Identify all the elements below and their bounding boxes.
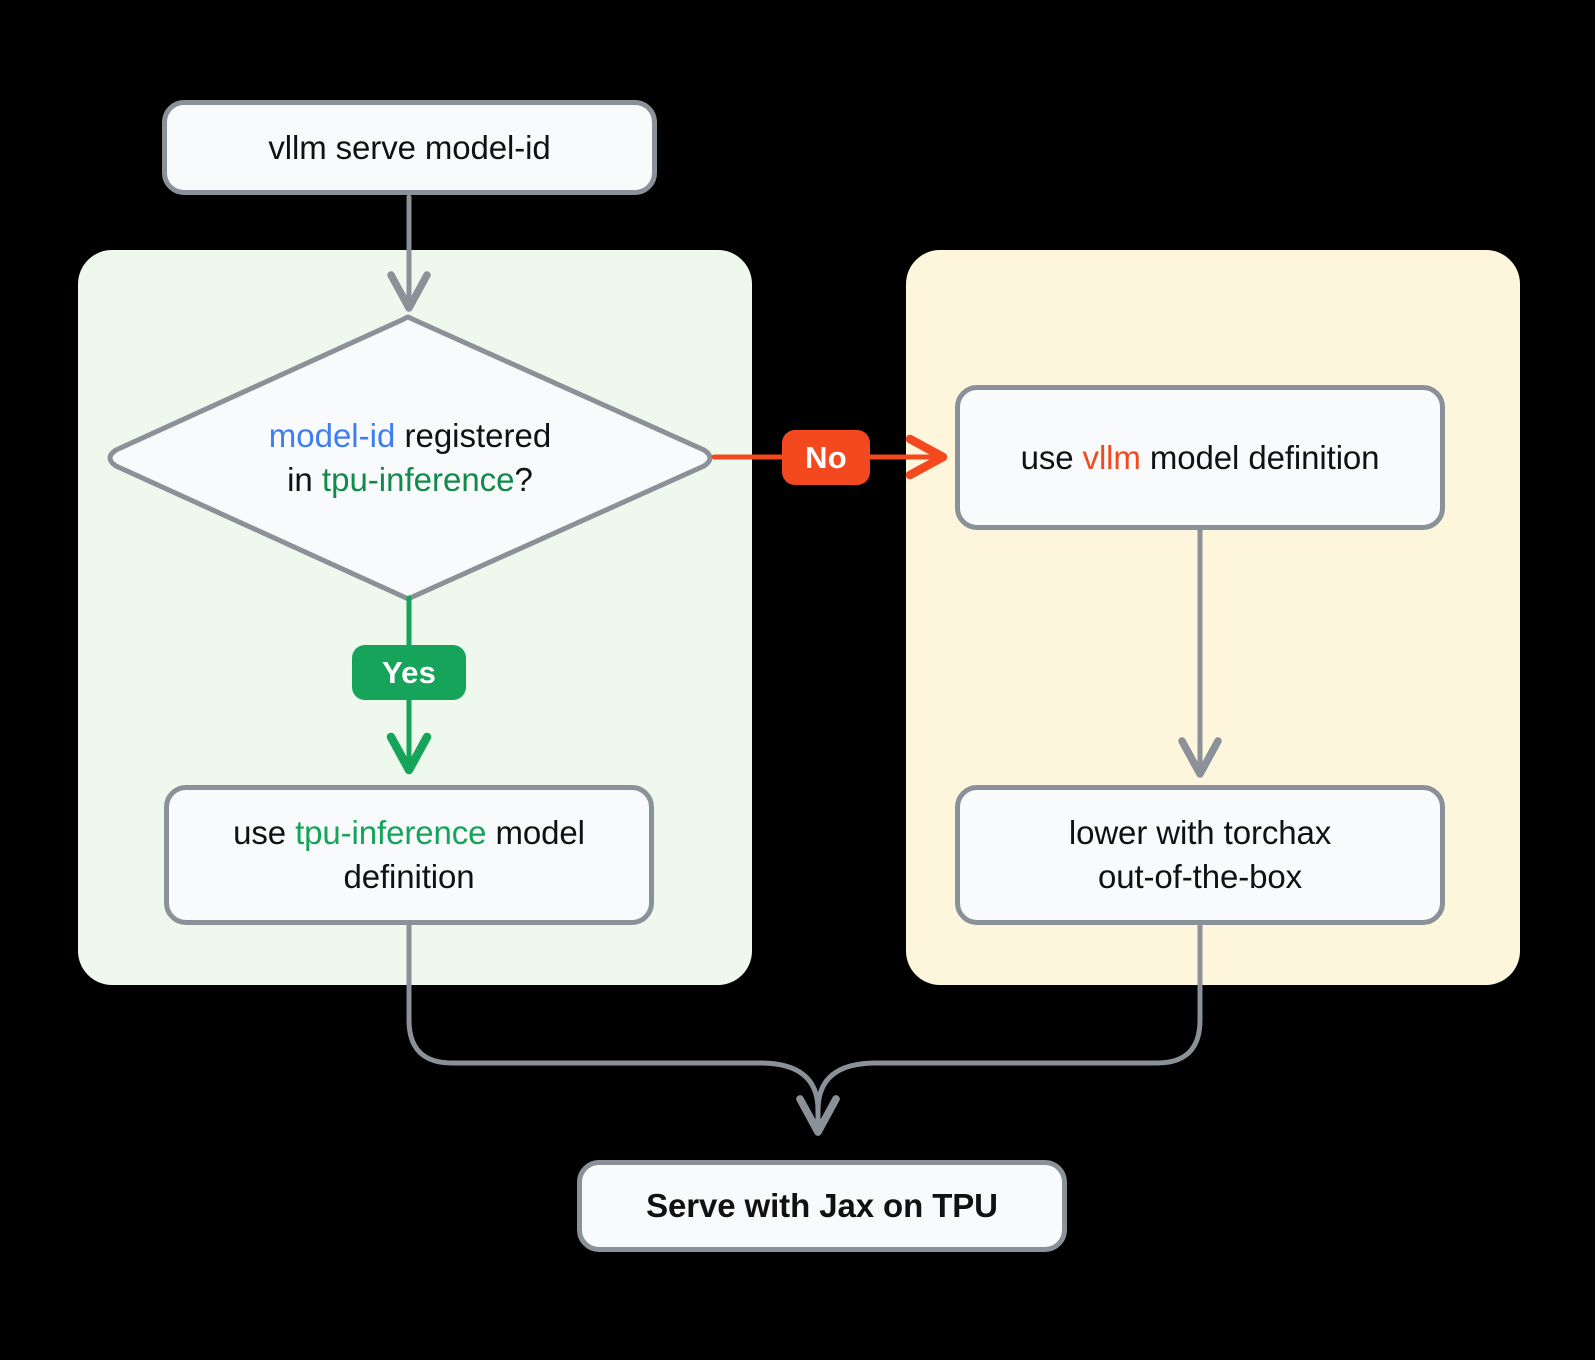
edge-lower-to-end [796, 922, 1203, 1136]
node-decision-label: model-id registered in tpu-inference? [160, 400, 660, 516]
decision-diamond-shape [107, 314, 713, 602]
decision-text-question: ? [514, 461, 533, 498]
node-lower-with-torchax[interactable]: lower with torchax out-of-the-box [955, 785, 1445, 925]
no-branch-text-model-definition: model definition [1140, 438, 1380, 476]
node-end-label: Serve with Jax on TPU [646, 1187, 998, 1225]
edge-yes-to-end [406, 922, 840, 1136]
edge-label-yes: Yes [352, 645, 466, 700]
yes-branch-text-model-definition: model definition [343, 814, 585, 895]
edge-label-no: No [782, 430, 870, 485]
decision-keyword-tpu-inference: tpu-inference [321, 461, 515, 498]
edge-label-yes-text: Yes [381, 654, 437, 690]
node-serve-with-jax-on-tpu[interactable]: Serve with Jax on TPU [577, 1160, 1067, 1252]
edge-label-no-text: No [805, 439, 847, 475]
node-use-vllm-model-definition[interactable]: use vllm model definition [955, 385, 1445, 530]
no-branch-keyword-vllm: vllm [1082, 438, 1141, 476]
node-use-tpu-inference-model-definition[interactable]: use tpu-inference model definition [164, 785, 654, 925]
yes-branch-keyword-tpu-inference: tpu-inference [295, 814, 487, 852]
node-start-label: vllm serve model-id [268, 128, 551, 166]
decision-keyword-model-id: model-id [268, 416, 396, 454]
lower-line-2: out-of-the-box [1097, 858, 1303, 895]
yes-branch-text-use: use [233, 814, 296, 852]
lower-line-1: lower with torchax [1068, 814, 1332, 852]
node-start[interactable]: vllm serve model-id [162, 100, 657, 195]
decision-text-registered: registered [395, 416, 552, 454]
decision-text-in: in [287, 461, 322, 498]
no-branch-text-use: use [1020, 438, 1083, 476]
